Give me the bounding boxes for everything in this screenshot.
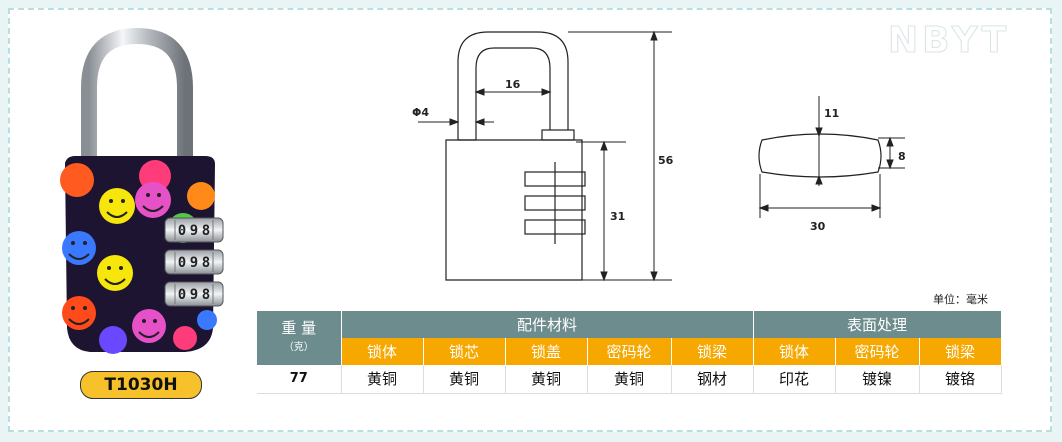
dial-digit: 9 (190, 287, 198, 303)
spec-table: 重 量 （克） 配件材料 表面处理 锁体 锁芯 锁盖 密码轮 锁梁 锁体 密码轮… (257, 311, 1002, 394)
dim-phi4: Φ4 (412, 106, 429, 119)
parts-value: 钢材 (671, 365, 754, 394)
dim-8: 8 (898, 150, 906, 163)
parts-value: 黄铜 (505, 365, 588, 394)
dial-digit: 0 (178, 287, 186, 303)
model-badge: T1030H (80, 371, 202, 399)
parts-value: 黄铜 (587, 365, 672, 394)
parts-value: 黄铜 (341, 365, 424, 394)
front-view-drawing: 16 Φ4 56 31 (412, 30, 674, 282)
surface-value: 镀镍 (835, 365, 920, 394)
surface-col-header: 密码轮 (835, 338, 920, 365)
dial-digit: 8 (202, 255, 210, 271)
parts-value: 黄铜 (423, 365, 506, 394)
dim-56: 56 (658, 154, 674, 167)
dial-digit: 9 (190, 223, 198, 239)
parts-col-header: 锁体 (341, 338, 424, 365)
parts-col-header: 锁芯 (423, 338, 506, 365)
dim-30: 30 (810, 220, 826, 233)
dial-digit: 0 (178, 255, 186, 271)
weight-value: 77 (257, 365, 342, 394)
dim-11: 11 (824, 107, 839, 120)
weight-header: 重 量 （克） (257, 311, 342, 365)
parts-col-header: 锁梁 (671, 338, 754, 365)
padlock-image: 0 9 8 0 9 8 0 9 8 (60, 28, 224, 354)
surface-group-header: 表面处理 (753, 311, 1002, 338)
parts-group-header: 配件材料 (341, 311, 754, 338)
surface-value: 印花 (753, 365, 836, 394)
table-row: 77 黄铜 黄铜 黄铜 黄铜 钢材 印花 镀镍 镀铬 (257, 365, 1002, 394)
dial-digit: 8 (202, 287, 210, 303)
parts-col-header: 锁盖 (505, 338, 588, 365)
weight-unit: （克） (283, 342, 314, 353)
top-view-drawing: 11 8 30 (758, 96, 906, 233)
surface-value: 镀铬 (919, 365, 1002, 394)
surface-col-header: 锁梁 (919, 338, 1002, 365)
dial-digit: 0 (178, 223, 186, 239)
dial-digit: 9 (190, 255, 198, 271)
dial-digit: 8 (202, 223, 210, 239)
combination-dials: 0 9 8 0 9 8 0 9 8 (164, 217, 224, 307)
weight-header-label: 重 量 (281, 319, 317, 337)
brand-watermark: NBYT (887, 20, 1011, 62)
surface-col-header: 锁体 (753, 338, 836, 365)
unit-note: 单位：毫米 (933, 293, 988, 306)
parts-col-header: 密码轮 (587, 338, 672, 365)
dim-16: 16 (505, 78, 521, 91)
dim-31: 31 (610, 210, 625, 223)
